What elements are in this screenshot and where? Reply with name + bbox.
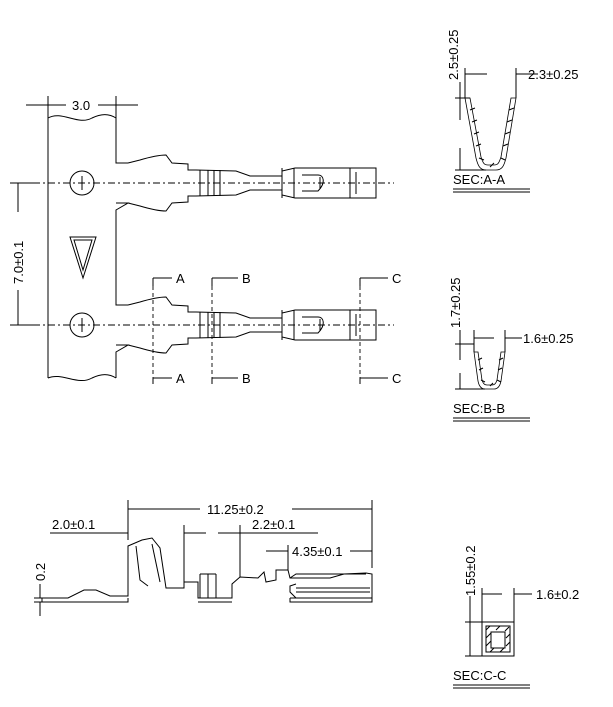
dim-thickness-label: 0.2 <box>33 563 48 581</box>
dim-thickness: 0.2 <box>33 563 48 616</box>
dim-pitch-width: 3.0 <box>26 96 138 118</box>
dim-contact-length-label: 4.35±0.1 <box>292 544 343 559</box>
section-cut-b: B B <box>211 271 251 386</box>
dim-left-crimp: 2.0±0.1 <box>50 517 206 582</box>
sec-a-title: SEC:A-A <box>453 172 505 187</box>
dim-left-crimp-label: 2.0±0.1 <box>52 517 95 532</box>
sec-b-title: SEC:B-B <box>453 401 505 416</box>
dim-pitch-width-label: 3.0 <box>72 98 90 113</box>
cut-label-a-bottom: A <box>176 371 185 386</box>
sec-b-width-label: 1.6±0.25 <box>523 331 574 346</box>
side-view: 11.25±0.2 2.0±0.1 2.2±0.1 4.35±0.1 <box>33 500 373 616</box>
dim-insulation-crimp-label: 2.2±0.1 <box>252 517 295 532</box>
dim-pitch-height: 7.0±0.1 <box>10 182 40 326</box>
direction-triangle <box>69 236 97 280</box>
section-c-c: 1.55±0.2 1.6±0.2 SEC:C-C <box>453 545 579 689</box>
dim-contact-length: 4.35±0.1 <box>266 544 372 570</box>
cut-label-b-top: B <box>242 271 251 286</box>
section-a-a: 2.5±0.25 2.3±0.25 SEC:A-A <box>446 29 579 193</box>
dim-insulation-crimp: 2.2±0.1 <box>218 517 318 577</box>
sec-b-height-label: 1.7±0.25 <box>448 277 463 328</box>
cut-label-a-top: A <box>176 271 185 286</box>
cut-label-b-bottom: B <box>242 371 251 386</box>
dim-overall-length-label: 11.25±0.2 <box>207 502 264 517</box>
sec-a-height-label: 2.5±0.25 <box>446 29 461 80</box>
section-b-b: 1.7±0.25 1.6±0.25 SEC:B-B <box>448 277 574 422</box>
carrier-strip <box>47 114 130 382</box>
sec-c-width-label: 1.6±0.2 <box>536 587 579 602</box>
sec-a-width-label: 2.3±0.25 <box>528 67 579 82</box>
section-cut-a: A A <box>152 271 185 386</box>
cut-label-c-top: C <box>392 271 401 286</box>
dim-pitch-height-label: 7.0±0.1 <box>11 241 26 284</box>
terminal-upper <box>127 154 377 212</box>
cut-label-c-bottom: C <box>392 371 401 386</box>
sec-c-title: SEC:C-C <box>453 668 506 683</box>
side-profile <box>42 537 373 599</box>
sec-c-height-label: 1.55±0.2 <box>463 545 478 596</box>
section-cut-c: C C <box>359 271 401 386</box>
top-view: A A B B C C 3.0 <box>10 96 401 386</box>
